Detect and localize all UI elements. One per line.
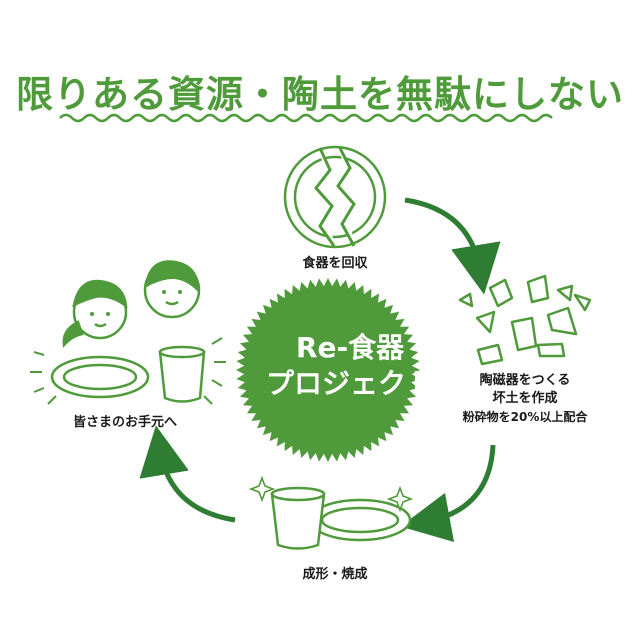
shards-icon xyxy=(458,274,592,366)
family-with-tableware-icon xyxy=(30,260,226,405)
center-seal-shape xyxy=(236,278,420,462)
headline: 限りある資源・陶土を無駄にしない xyxy=(16,72,624,116)
step-make-clay-label: 陶磁器をつくる 坏土を作成 粉砕物を20%以上配合 xyxy=(440,372,610,426)
center-title: Re-食器 プロジェクト xyxy=(250,330,450,402)
step-make-clay-line1: 陶磁器をつくる xyxy=(479,373,571,388)
arrow-icon xyxy=(400,444,496,543)
step-form-fire-label: 成形・焼成 xyxy=(302,567,368,582)
step-make-clay-line2: 坏土を作成 xyxy=(492,391,558,406)
arrow-icon xyxy=(139,425,236,523)
cup-and-plate-icon xyxy=(248,475,414,550)
step-make-clay-line3: 粉砕物を20%以上配合 xyxy=(462,410,588,424)
center-title-line2: プロジェクト xyxy=(265,367,434,400)
broken-plate-icon xyxy=(283,145,387,249)
step-collect-label: 食器を回収 xyxy=(302,256,368,271)
wavy-underline xyxy=(59,113,553,123)
center-title-line1: Re-食器 xyxy=(295,331,405,364)
step-to-customers-label: 皆さまのお手元へ xyxy=(72,415,177,430)
center-seal xyxy=(236,278,420,462)
arrow-icon xyxy=(404,197,501,295)
